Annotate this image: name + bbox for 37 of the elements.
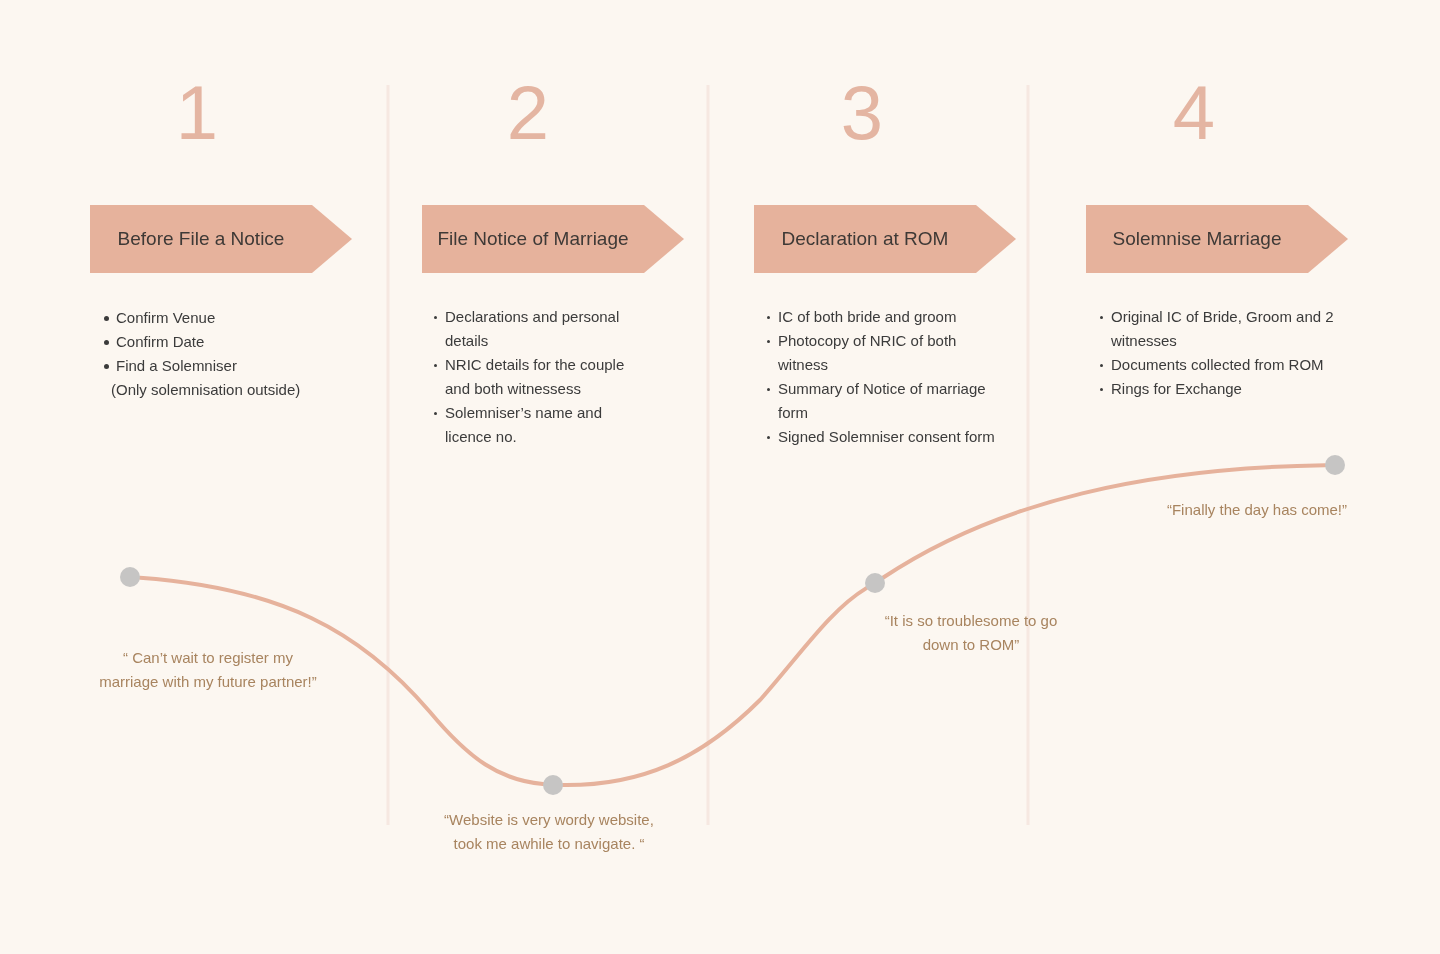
quote-text: “Finally the day has come!” xyxy=(1166,500,1348,520)
quote-text: “It is so troublesome to go down to ROM” xyxy=(883,611,1059,655)
quote-text: “ Can’t wait to register my marriage with my future partner!” xyxy=(98,648,318,692)
step-chevron xyxy=(90,205,352,273)
step-number: 2 xyxy=(506,75,550,151)
journey-curve xyxy=(138,575,545,787)
bullet-item: Find a Solemniser xyxy=(104,354,237,378)
bullet-item: IC of both bride and groom xyxy=(766,305,957,329)
step-title: Declaration at ROM xyxy=(781,227,949,251)
step-chevron xyxy=(754,205,1016,273)
step-number: 4 xyxy=(1172,75,1216,151)
bullet-item: Confirm Venue xyxy=(104,306,216,330)
bullet-item: NRIC details for the couple and both witnessess xyxy=(433,353,645,401)
bullet-item: Photocopy of NRIC of both witness xyxy=(766,329,1004,377)
bullet-item: Confirm Date xyxy=(104,330,205,354)
step-chevron xyxy=(1086,205,1348,273)
step-number: 1 xyxy=(175,75,219,151)
bullet-item: Signed Solemniser consent form xyxy=(766,425,995,449)
bullet-item: Original IC of Bride, Groom and 2 witnesses xyxy=(1099,305,1343,353)
journey-dot xyxy=(1325,455,1345,475)
bullet-item: Solemniser’s name and licence no. xyxy=(433,401,645,449)
journey-curve xyxy=(881,463,1327,580)
bullet-item: Declarations and personal details xyxy=(433,305,645,353)
bullet-item: Summary of Notice of marriage form xyxy=(766,377,1004,425)
step-title: Solemnise Marriage xyxy=(1112,227,1282,251)
quote-text: “Website is very wordy website, took me awhile to navigate. “ xyxy=(443,810,655,854)
journey-dot xyxy=(120,567,140,587)
journey-curve xyxy=(561,586,869,788)
journey-dot xyxy=(543,775,563,795)
bullet-item: Rings for Exchange xyxy=(1099,377,1242,401)
step-number: 3 xyxy=(840,75,884,151)
note-text: (Only solemnisation outside) xyxy=(110,380,301,400)
journey-dot xyxy=(865,573,885,593)
step-title: File Notice of Marriage xyxy=(437,227,629,251)
bullet-item: Documents collected from ROM xyxy=(1099,353,1324,377)
step-title: Before File a Notice xyxy=(117,227,285,251)
step-chevron xyxy=(422,205,684,273)
